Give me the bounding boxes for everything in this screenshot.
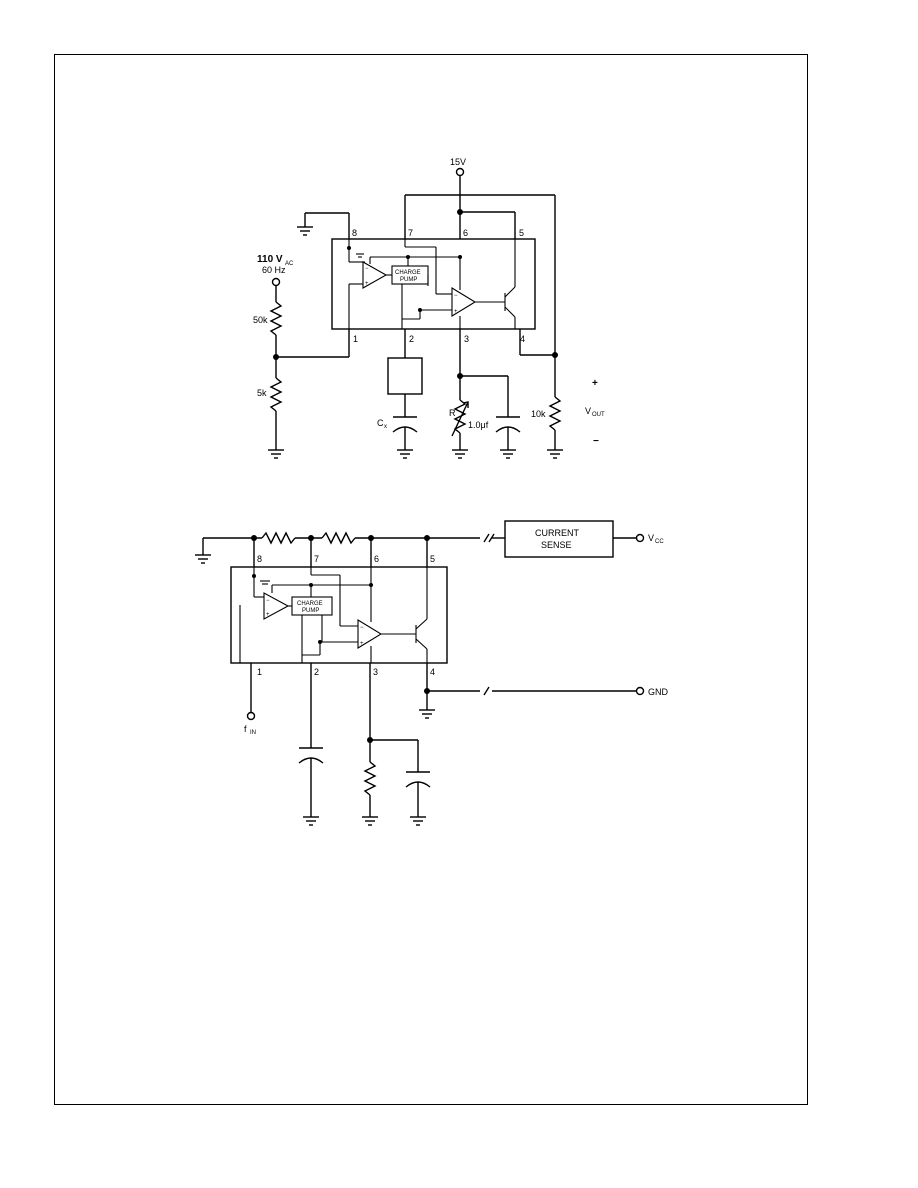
svg-text:−: − — [454, 293, 458, 299]
svg-text:+: + — [266, 612, 270, 618]
pin-6-label: 6 — [463, 228, 468, 238]
current-sense-block — [504, 520, 614, 558]
circuit-diagram-2: CURRENT SENSE V CC 8 7 6 5 1 2 3 4 − + C… — [195, 520, 669, 826]
resistor-10k — [548, 396, 562, 431]
ac-input-terminal — [271, 277, 281, 287]
charge-pump-1-label-1: CHARGE — [395, 270, 421, 276]
resistor-5k-label: 5k — [257, 388, 267, 398]
vcc-terminal — [635, 533, 645, 543]
comparator-3 — [263, 592, 290, 620]
resistor-top-1 — [261, 531, 296, 545]
comparator-1 — [362, 261, 388, 289]
comparator-4 — [357, 619, 383, 649]
supply-label: 15V — [450, 157, 466, 167]
pin-8-label: 8 — [352, 228, 357, 238]
resistor-r-label: R — [449, 408, 456, 418]
input-frequency-label: 60 Hz — [262, 265, 286, 275]
vcc-sub: CC — [655, 539, 664, 545]
pin-1-label: 1 — [353, 334, 358, 344]
fin-label: f — [244, 724, 247, 734]
vout-label: V — [585, 406, 591, 416]
svg-text:+: + — [365, 281, 369, 287]
fin-terminal — [246, 711, 256, 721]
current-sense-label-1: CURRENT — [535, 528, 580, 538]
pin-7-label: 7 — [408, 228, 413, 238]
gnd-label: GND — [648, 687, 669, 697]
comparator-2 — [451, 287, 477, 317]
charge-pump-2-label-2: PUMP — [302, 608, 319, 614]
capacitor-cx-label: C — [377, 418, 384, 428]
page-frame — [54, 54, 808, 1105]
vcc-label: V — [648, 533, 654, 543]
ic-package-2 — [230, 566, 448, 664]
resistor-50k-label: 50k — [253, 315, 268, 325]
pin2-1-label: 1 — [257, 667, 262, 677]
pin2-8-label: 8 — [257, 554, 262, 564]
timing-block — [387, 357, 423, 395]
pin2-6-label: 6 — [374, 554, 379, 564]
pin2-4-label: 4 — [430, 667, 435, 677]
resistor-10k-label: 10k — [531, 409, 546, 419]
pin-5-label: 5 — [519, 228, 524, 238]
vout-sub: OUT — [592, 412, 605, 418]
input-voltage-sub: AC — [285, 261, 294, 267]
current-sense-label-2: SENSE — [541, 540, 572, 550]
resistor-50k — [269, 301, 283, 336]
charge-pump-1-label-2: PUMP — [400, 277, 417, 283]
input-voltage-label: 110 V — [257, 254, 283, 265]
circuit-diagram-1: 15V 8 7 6 5 1 2 3 4 − + — [253, 157, 605, 459]
vout-plus: + — [592, 378, 598, 389]
charge-pump-2-label-1: CHARGE — [297, 601, 323, 607]
gnd-terminal — [635, 686, 645, 696]
supply-terminal — [455, 167, 465, 177]
pin-2-label: 2 — [409, 334, 414, 344]
pin-3-label: 3 — [464, 334, 469, 344]
capacitor-cx-sub: x — [384, 424, 387, 430]
ic-package-1 — [331, 238, 536, 330]
pin2-3-label: 3 — [373, 667, 378, 677]
svg-text:+: + — [454, 309, 458, 315]
fin-sub: IN — [250, 730, 256, 736]
resistor-5k — [269, 377, 283, 412]
svg-text:+: + — [360, 641, 364, 647]
resistor-r-adjustable — [453, 399, 467, 434]
resistor-pin3 — [363, 761, 377, 796]
pin2-5-label: 5 — [430, 554, 435, 564]
charge-pump-2 — [291, 596, 333, 616]
capacitor-1uf-label: 1.0μf — [468, 420, 489, 430]
resistor-top-2 — [321, 531, 356, 545]
svg-text:−: − — [266, 598, 270, 604]
pin2-7-label: 7 — [314, 554, 319, 564]
vout-minus: − — [593, 436, 599, 447]
pin-4-label: 4 — [520, 334, 525, 344]
svg-text:−: − — [365, 266, 369, 272]
pin2-2-label: 2 — [314, 667, 319, 677]
svg-text:−: − — [360, 625, 364, 631]
